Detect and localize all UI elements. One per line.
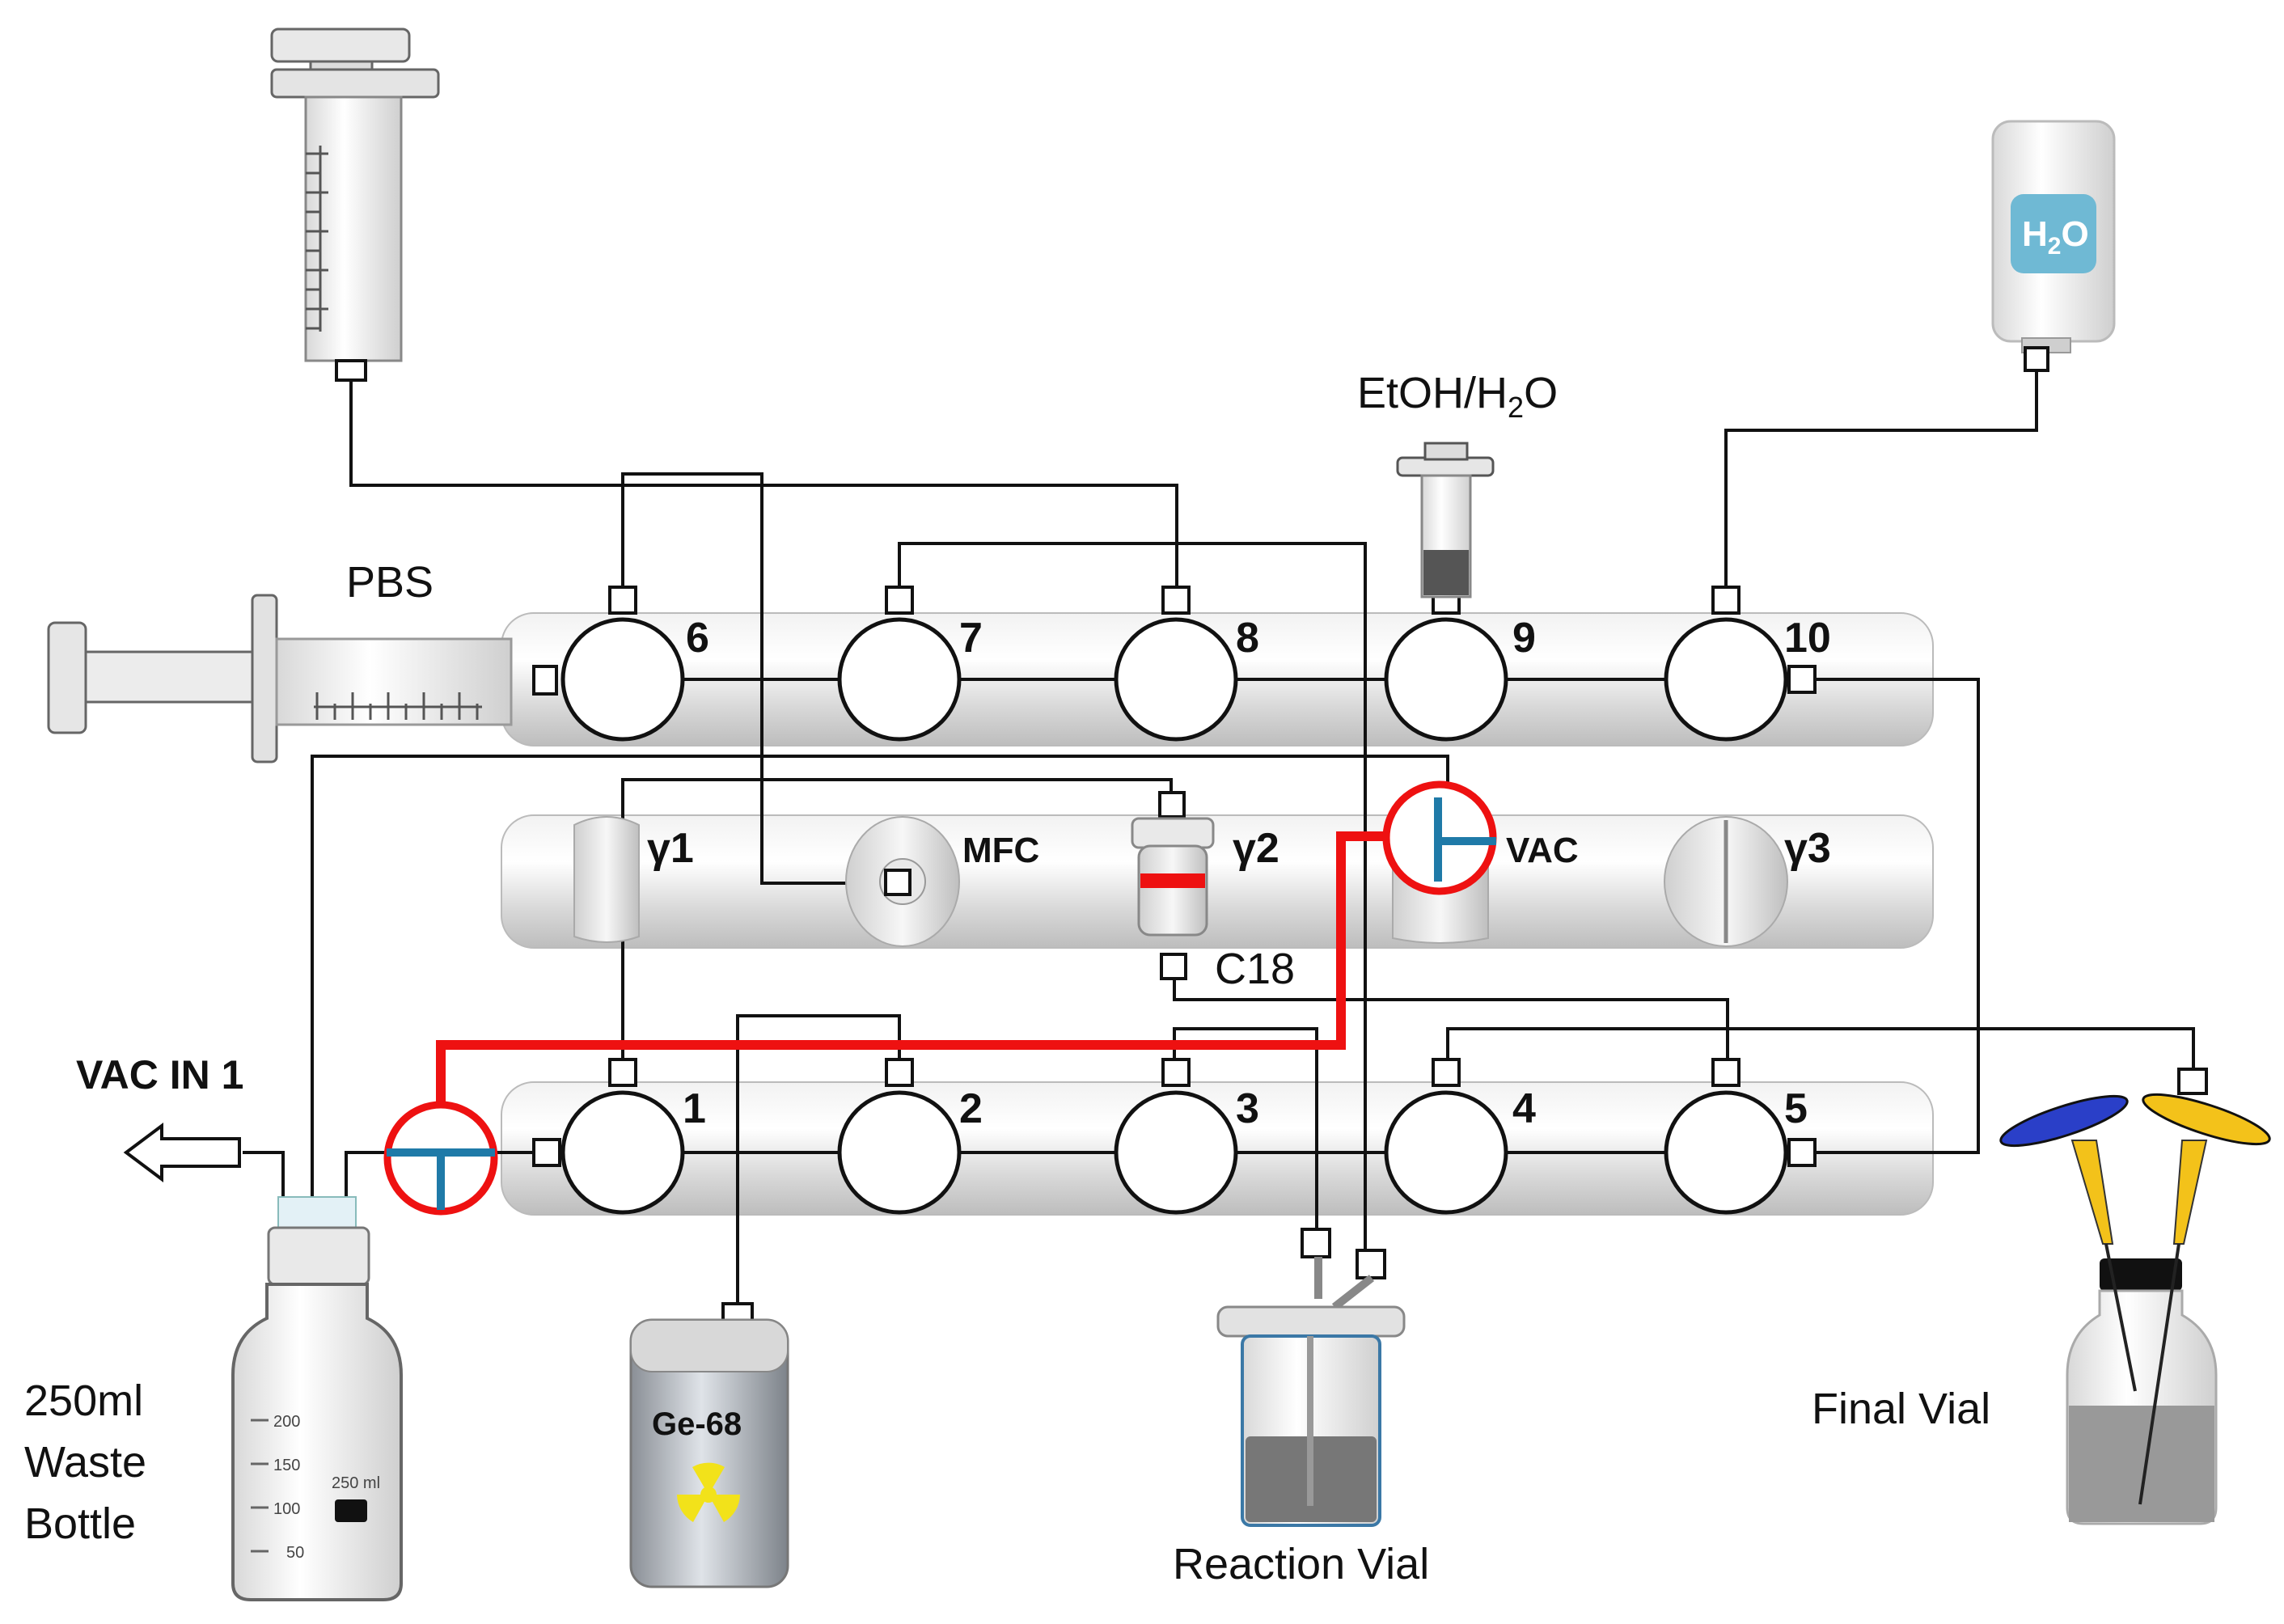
valve-7-label: 7 [959, 615, 983, 662]
valve-9-label: 9 [1512, 615, 1536, 662]
vac-label: VAC [1506, 831, 1579, 870]
arrow-left-icon [123, 1123, 241, 1182]
valve-4[interactable]: 4 [1384, 1058, 1536, 1215]
radiation-icon [677, 1462, 740, 1522]
svg-text:50: 50 [286, 1544, 304, 1562]
yellow-filter-cap [2142, 1093, 2271, 1245]
mfc-label: MFC [962, 831, 1039, 870]
vac-in-arrow: VAC IN 1 [76, 1052, 243, 1182]
blue-filter-cap [1999, 1094, 2129, 1245]
valve-1-label: 1 [683, 1085, 706, 1132]
svg-text:250 ml: 250 ml [332, 1474, 380, 1492]
final-vial: Final Vial [1812, 1068, 2271, 1525]
valve-3-label: 3 [1236, 1085, 1259, 1132]
svg-text:150: 150 [273, 1457, 300, 1474]
valve-10-label: 10 [1784, 615, 1831, 662]
vac-in-label: VAC IN 1 [76, 1052, 243, 1097]
t-connector-waste[interactable] [383, 1101, 498, 1216]
valve-2[interactable]: 2 [837, 1058, 983, 1215]
gamma-2-label: γ2 [1233, 825, 1279, 872]
mfc-knob[interactable]: MFC [845, 816, 1039, 947]
gamma-3-label: γ3 [1784, 825, 1831, 872]
gamma-1-label: γ1 [647, 825, 694, 872]
h2o-bag: H2O [1991, 120, 2116, 372]
waste-label-line1: 250ml [24, 1377, 143, 1425]
waste-bottle: 200 150 100 50 250 ml 250ml Waste Bottle [24, 1196, 403, 1601]
valve-2-label: 2 [959, 1085, 983, 1132]
valve-6[interactable]: 6 [560, 586, 709, 742]
pbs-syringe: PBS [47, 558, 558, 763]
etoh-syringe: EtOH/H2O [1357, 369, 1558, 598]
gamma-1-knob[interactable]: γ1 [573, 816, 694, 943]
h2o-label: H2O [2022, 214, 2089, 260]
valve-5[interactable]: 5 [1664, 1058, 1817, 1215]
top-syringe [270, 27, 440, 382]
waste-label-line3: Bottle [24, 1499, 136, 1548]
etoh-h2o-label: EtOH/H2O [1357, 369, 1558, 424]
valve-7[interactable]: 7 [837, 586, 983, 742]
vac-valve[interactable]: VAC [1382, 780, 1579, 944]
reaction-vial: Reaction Vial [1173, 1228, 1429, 1588]
valve-1[interactable]: 1 [532, 1058, 706, 1215]
valve-8[interactable]: 8 [1114, 586, 1259, 742]
ge68-label: Ge-68 [652, 1406, 742, 1442]
reaction-vial-label: Reaction Vial [1173, 1540, 1429, 1588]
valve-8-label: 8 [1236, 615, 1259, 662]
pbs-label: PBS [346, 558, 434, 607]
svg-text:200: 200 [273, 1413, 300, 1431]
svg-text:100: 100 [273, 1500, 300, 1518]
valve-5-label: 5 [1784, 1085, 1808, 1132]
valve-6-label: 6 [686, 615, 709, 662]
waste-label-line2: Waste [24, 1438, 146, 1487]
active-flow-path [436, 831, 1385, 1102]
c18-label: C18 [1215, 945, 1295, 993]
valve-3[interactable]: 3 [1114, 1058, 1259, 1215]
valve-4-label: 4 [1512, 1085, 1536, 1132]
valve-10[interactable]: 10 [1664, 586, 1831, 742]
c18-cartridge: γ2 C18 [1131, 791, 1295, 993]
ge68-generator: Ge-68 [629, 1302, 789, 1588]
final-vial-label: Final Vial [1812, 1385, 1990, 1433]
gamma-3-knob[interactable]: γ3 [1664, 816, 1831, 947]
